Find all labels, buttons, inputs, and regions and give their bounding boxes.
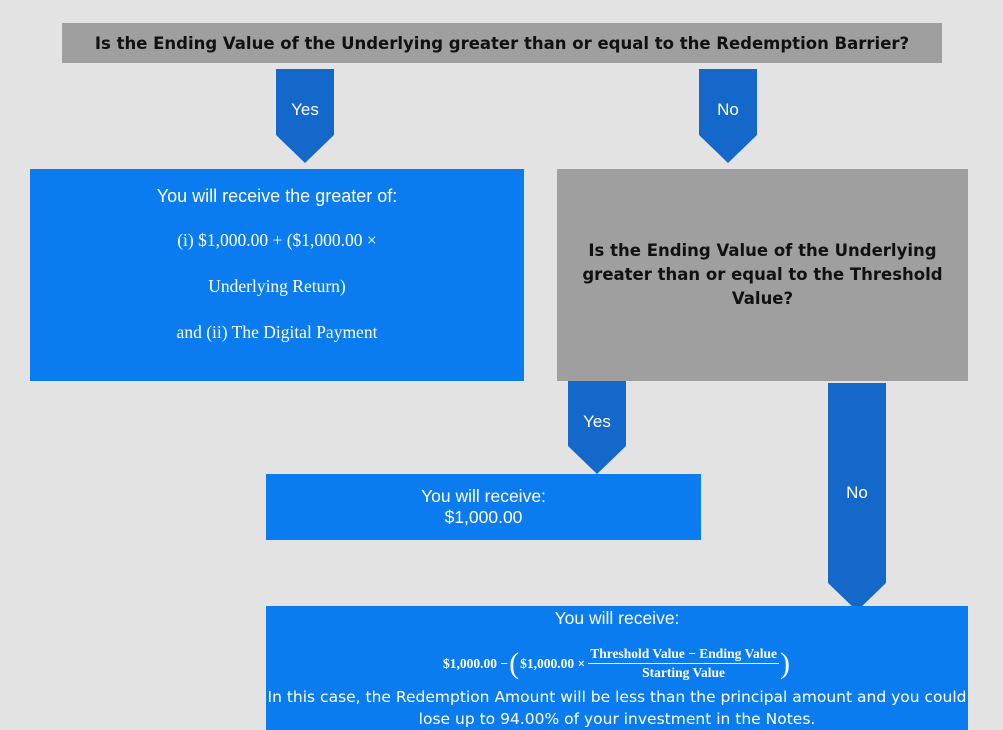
arrow-down-icon [828,383,886,611]
arrow-down-icon [568,381,626,474]
outcome-loss-note: In this case, the Redemption Amount will… [266,686,968,730]
threshold-question: Is the Ending Value of the Underlying gr… [557,169,968,381]
outcome-loss-note-line1: In this case, the Redemption Amount will… [267,688,967,706]
threshold-question-text: Is the Ending Value of the Underlying gr… [582,241,943,308]
formula-fraction: Threshold Value − Ending Value Starting … [588,646,779,681]
formula-numerator: Threshold Value − Ending Value [588,646,779,664]
outcome-par-line1: You will receive: [421,486,546,506]
arrow-down-icon [276,69,334,163]
arrow-yes-label: Yes [291,100,319,119]
redemption-barrier-question: Is the Ending Value of the Underlying gr… [62,23,942,63]
arrow-no-threshold: No [828,383,886,611]
outcome-greater-line3: Underlying Return) [208,276,346,296]
outcome-par-amount: $1,000.00 [444,507,523,527]
outcome-par: You will receive: $1,000.00 [266,474,701,540]
outcome-greater-line4: and (ii) The Digital Payment [176,322,378,342]
formula-inner: $1,000.00 × [520,655,586,671]
outcome-loss-note-line2: lose up to 94.00% of your investment in … [418,710,816,728]
formula-denominator: Starting Value [642,665,726,680]
formula-open-paren: ( [509,646,520,680]
arrow-yes-threshold: Yes [568,381,626,474]
arrow-no-label: No [846,483,868,502]
arrow-yes-barrier: Yes [276,69,334,163]
outcome-loss: You will receive: $1,000.00 − ( $1,000.0… [266,606,968,730]
outcome-greater-of: You will receive the greater of: (i) $1,… [30,169,524,381]
arrow-no-label: No [717,100,739,119]
redemption-barrier-question-text: Is the Ending Value of the Underlying gr… [94,33,910,53]
formula-lead: $1,000.00 − [443,655,509,671]
outcome-loss-line1: You will receive: [554,608,680,628]
formula-close-paren: ) [779,646,790,680]
arrow-down-icon [699,69,757,163]
loss-formula: $1,000.00 − ( $1,000.00 × Threshold Valu… [266,646,968,681]
arrow-no-barrier: No [699,69,757,163]
outcome-greater-line2: (i) $1,000.00 + ($1,000.00 × [177,230,377,250]
outcome-greater-line1: You will receive the greater of: [156,186,398,206]
arrow-yes-label: Yes [583,412,611,431]
